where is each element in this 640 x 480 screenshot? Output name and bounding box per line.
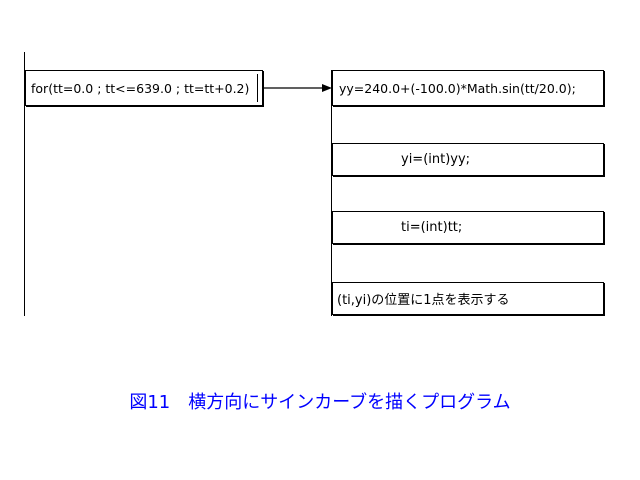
for-loop-box: for(tt=0.0 ; tt<=639.0 ; tt=tt+0.2)	[25, 70, 263, 106]
statement-box-draw-point: (ti,yi)の位置に1点を表示する	[332, 282, 604, 315]
statement-yy-label: yy=240.0+(-100.0)*Math.sin(tt/20.0);	[339, 80, 576, 96]
statement-ti-label: ti=(int)tt;	[401, 220, 463, 235]
statement-box-yy: yy=240.0+(-100.0)*Math.sin(tt/20.0);	[332, 70, 604, 106]
statement-box-yi: yi=(int)yy;	[332, 143, 604, 176]
figure-caption: 図11 横方向にサインカーブを描くプログラム	[129, 392, 511, 413]
statement-draw-label: (ti,yi)の位置に1点を表示する	[337, 293, 510, 308]
loop-body-line	[331, 70, 332, 316]
for-loop-label: for(tt=0.0 ; tt<=639.0 ; tt=tt+0.2)	[31, 80, 250, 96]
statement-yi-label: yi=(int)yy;	[401, 152, 471, 167]
main-flow-line	[24, 52, 25, 316]
statement-box-ti: ti=(int)tt;	[332, 211, 604, 244]
loop-arrow	[263, 84, 332, 92]
